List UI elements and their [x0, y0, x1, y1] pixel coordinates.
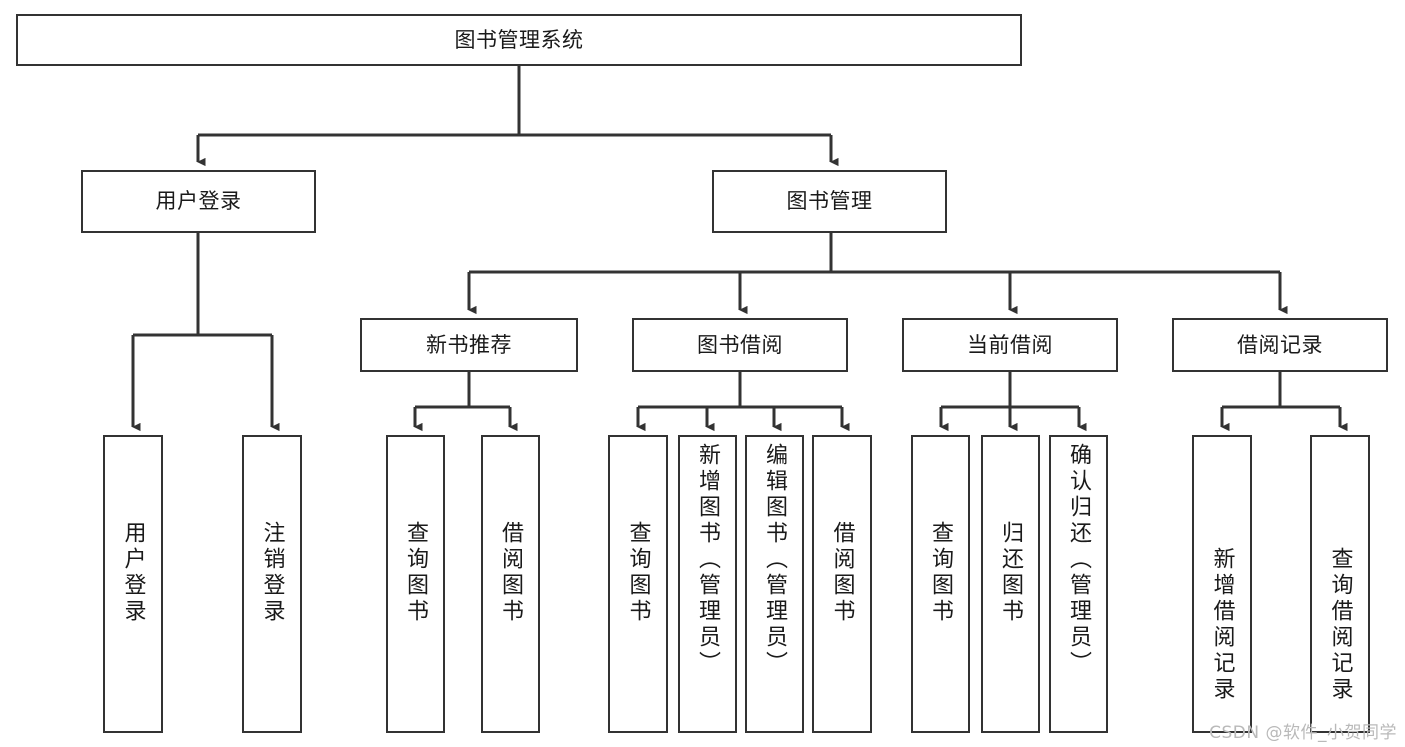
node-label: 借阅图书: [829, 521, 855, 625]
leaf-borrow-record-query[interactable]: 查询借阅记录: [1310, 435, 1370, 733]
node-label: 借阅图书: [498, 521, 524, 625]
node-label: 查询借阅记录: [1327, 547, 1353, 703]
leaf-new-book-query[interactable]: 查询图书: [386, 435, 445, 733]
node-book-borrow[interactable]: 图书借阅: [632, 318, 848, 372]
node-label: 图书管理: [786, 189, 873, 214]
node-label: 新增借阅记录: [1209, 547, 1235, 703]
leaf-current-borrow-return[interactable]: 归还图书: [981, 435, 1040, 733]
node-label: 用户登录: [120, 521, 146, 625]
leaf-book-borrow-edit[interactable]: 编辑图书（管理员）: [745, 435, 804, 733]
node-label: 查询图书: [625, 521, 651, 625]
node-root-system[interactable]: 图书管理系统: [16, 14, 1022, 66]
leaf-current-borrow-query[interactable]: 查询图书: [911, 435, 970, 733]
node-label: 查询图书: [403, 521, 429, 625]
node-label: 新增图书（管理员）: [695, 443, 721, 677]
leaf-book-borrow-borrow[interactable]: 借阅图书: [812, 435, 872, 733]
node-label: 图书借阅: [697, 332, 783, 357]
leaf-user-login-logout[interactable]: 注销登录: [242, 435, 302, 733]
node-user-login[interactable]: 用户登录: [81, 170, 316, 233]
node-label: 确认归还（管理员）: [1066, 443, 1092, 677]
node-label: 图书管理系统: [454, 27, 584, 52]
node-label: 查询图书: [928, 521, 954, 625]
node-current-borrow[interactable]: 当前借阅: [902, 318, 1118, 372]
node-label: 当前借阅: [967, 332, 1053, 357]
leaf-current-borrow-confirm[interactable]: 确认归还（管理员）: [1049, 435, 1108, 733]
node-new-book-recommend[interactable]: 新书推荐: [360, 318, 578, 372]
node-label: 注销登录: [259, 521, 285, 625]
leaf-borrow-record-add[interactable]: 新增借阅记录: [1192, 435, 1252, 733]
watermark: CSDN @软件_小贺同学: [1209, 723, 1397, 743]
node-label: 借阅记录: [1237, 332, 1323, 357]
leaf-new-book-borrow[interactable]: 借阅图书: [481, 435, 540, 733]
node-label: 归还图书: [998, 521, 1024, 625]
node-label: 新书推荐: [426, 332, 512, 357]
leaf-user-login-login[interactable]: 用户登录: [103, 435, 163, 733]
leaf-book-borrow-query[interactable]: 查询图书: [608, 435, 668, 733]
node-label: 用户登录: [155, 189, 242, 214]
leaf-book-borrow-add[interactable]: 新增图书（管理员）: [678, 435, 737, 733]
node-book-management[interactable]: 图书管理: [712, 170, 947, 233]
node-label: 编辑图书（管理员）: [762, 443, 788, 677]
node-borrow-record[interactable]: 借阅记录: [1172, 318, 1388, 372]
